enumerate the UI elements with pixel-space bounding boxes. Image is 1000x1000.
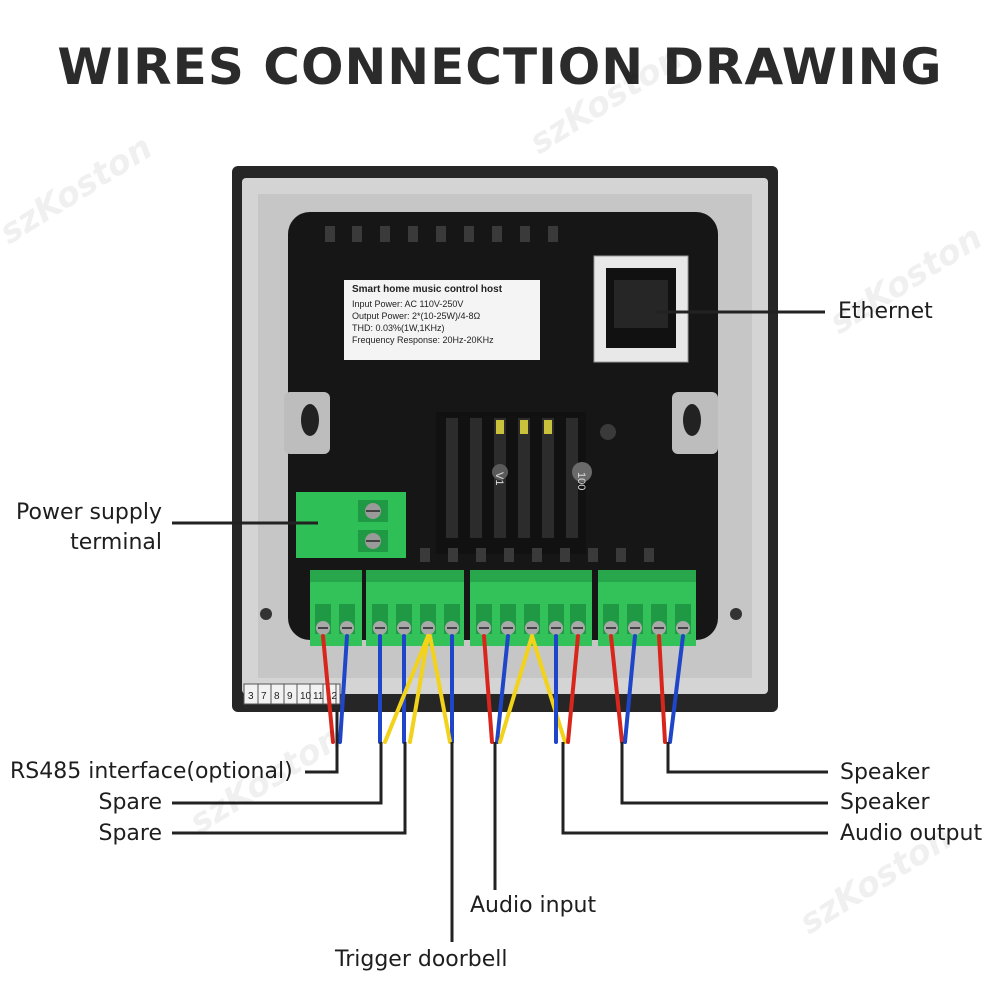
wire bbox=[530, 634, 567, 744]
wire bbox=[668, 634, 685, 744]
corner-screw bbox=[260, 608, 272, 620]
sticker-line: Frequency Response: 20Hz-20KHz bbox=[352, 335, 494, 345]
board-mark-right: 100 bbox=[575, 472, 587, 490]
label-power-supply: Power supply terminal bbox=[0, 498, 162, 558]
sticker-line: Output Power: 2*(10-25W)/4-8Ω bbox=[352, 311, 481, 321]
sticker-line: THD: 0.03%(1W,1KHz) bbox=[352, 323, 445, 333]
mounting-ear-right bbox=[672, 392, 718, 454]
board-mark-left: V1 bbox=[493, 472, 505, 485]
wire bbox=[482, 634, 494, 744]
spec-sticker-text: Smart home music control host Input Powe… bbox=[352, 284, 536, 346]
wire bbox=[408, 634, 430, 744]
terminal-blocks bbox=[310, 570, 696, 646]
rj45-port-icon bbox=[593, 255, 689, 363]
wire bbox=[566, 634, 580, 744]
wire bbox=[338, 634, 349, 744]
wire bbox=[321, 634, 335, 744]
wire bbox=[609, 634, 624, 744]
page-title: WIRES CONNECTION DRAWING bbox=[57, 38, 943, 96]
sticker-heading: Smart home music control host bbox=[352, 284, 503, 295]
pin-number: 8 bbox=[274, 691, 280, 702]
pin-number: 12 bbox=[326, 691, 338, 702]
spec-sticker bbox=[344, 280, 540, 360]
label-speaker-1: Speaker bbox=[840, 760, 930, 785]
vent-bottom bbox=[420, 548, 654, 562]
label-audio-output: Audio output bbox=[840, 821, 983, 846]
wire bbox=[495, 634, 510, 744]
pin-number: 10 bbox=[300, 691, 312, 702]
label-spare-1: Spare bbox=[98, 790, 162, 815]
board-lights bbox=[496, 420, 552, 434]
screw-terminal-icon bbox=[365, 503, 381, 549]
vent-top bbox=[325, 226, 558, 242]
sticker-line: Input Power: AC 110V-250V bbox=[352, 299, 464, 309]
cable-wires bbox=[321, 634, 685, 744]
pin-number: 3 bbox=[248, 691, 254, 702]
pin-number: 7 bbox=[261, 691, 267, 702]
wire bbox=[623, 634, 637, 744]
power-supply-terminal bbox=[296, 492, 406, 558]
label-audio-input: Audio input bbox=[470, 893, 597, 918]
wire bbox=[428, 634, 452, 744]
label-rs485: RS485 interface(optional) bbox=[10, 759, 293, 784]
label-speaker-2: Speaker bbox=[840, 790, 930, 815]
label-ethernet: Ethernet bbox=[838, 299, 933, 324]
pin-number: 11 bbox=[313, 691, 324, 702]
wire bbox=[498, 634, 534, 744]
label-power-supply-line1: Power supply bbox=[16, 500, 162, 525]
mounting-ear-left bbox=[284, 392, 330, 454]
label-spare-2: Spare bbox=[98, 821, 162, 846]
corner-screw bbox=[730, 608, 742, 620]
wire bbox=[383, 634, 430, 744]
wire bbox=[657, 634, 667, 744]
pin-number: 9 bbox=[287, 691, 293, 702]
label-trigger-doorbell: Trigger doorbell bbox=[335, 947, 508, 972]
vent-block bbox=[436, 412, 586, 554]
leader-lines bbox=[172, 310, 828, 942]
label-power-supply-line2: terminal bbox=[70, 530, 162, 555]
